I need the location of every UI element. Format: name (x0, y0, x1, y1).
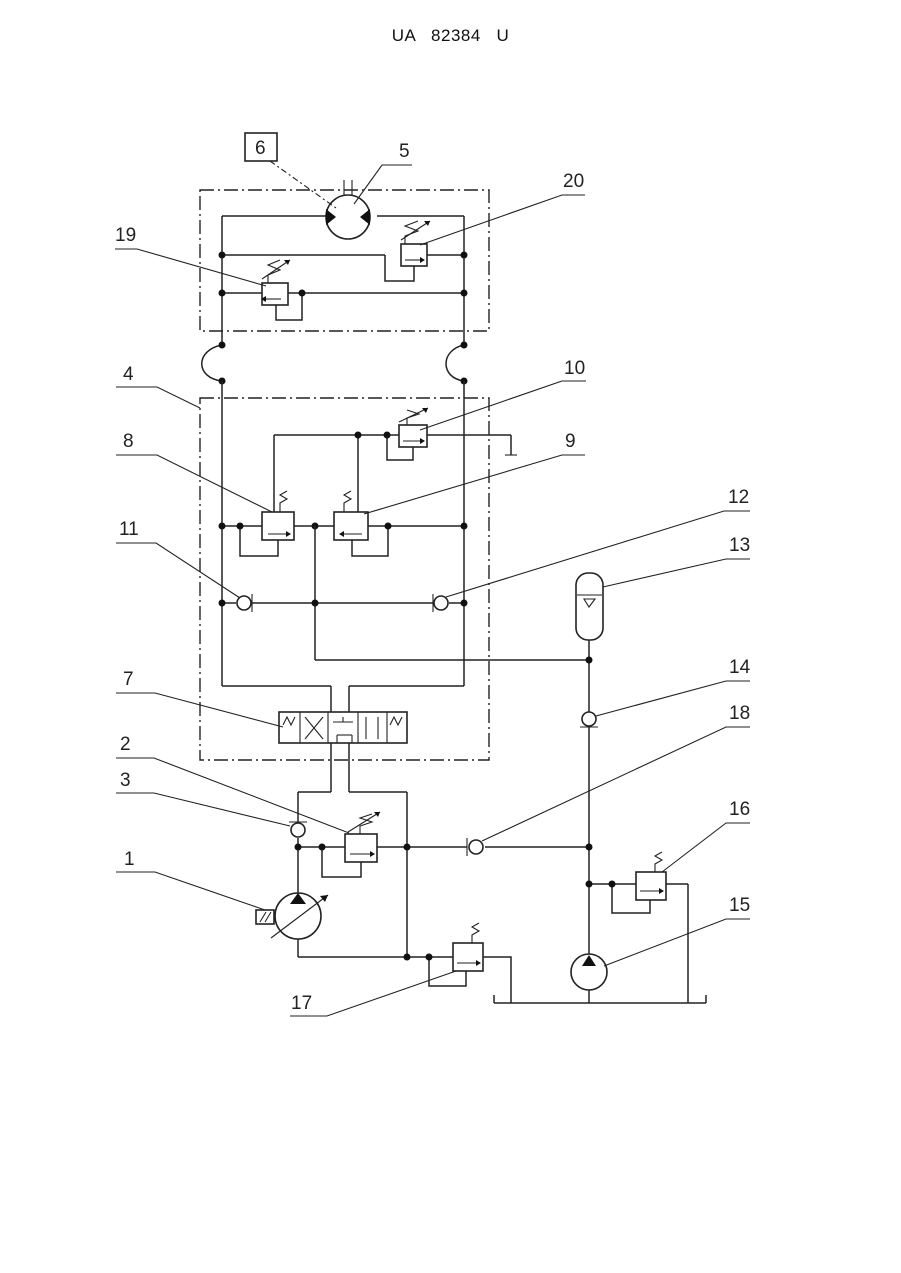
ref-label-18: 18 (729, 703, 750, 724)
hose-couplings (202, 342, 468, 385)
ref-label-16: 16 (729, 799, 750, 820)
control-block-boundary (200, 398, 489, 760)
accumulator-branch (576, 573, 603, 962)
ref-label-20: 20 (563, 171, 584, 192)
charge-pump-15 (571, 954, 607, 990)
relief-valve-20 (385, 221, 430, 281)
pressure-valve-9 (334, 491, 388, 556)
ref-label-14: 14 (729, 657, 751, 678)
check-valve-11 (237, 594, 252, 612)
ref-label-1: 1 (124, 849, 135, 870)
relief-valve-16 (612, 852, 666, 913)
ref-label-7: 7 (123, 669, 134, 690)
main-pump-circuit (256, 743, 593, 1003)
check-valve-3 (289, 822, 307, 837)
directional-valve-7 (279, 712, 407, 743)
ref-label-9: 9 (565, 431, 576, 452)
ref-label-19: 19 (115, 225, 136, 246)
ref-label-12: 12 (728, 487, 749, 508)
check-valve-18 (467, 838, 483, 856)
ref-label-10: 10 (564, 358, 585, 379)
ref-label-11: 11 (119, 519, 139, 540)
ref-label-17: 17 (291, 993, 312, 1014)
ref-label-15: 15 (729, 895, 750, 916)
ref-label-6: 6 (255, 138, 266, 159)
check-valve-12 (433, 594, 448, 612)
ref-label-4: 4 (123, 364, 134, 385)
upper-motor-block (200, 180, 489, 345)
relief-valve-10 (387, 408, 428, 460)
ref-label-2: 2 (120, 734, 131, 755)
relief-valve-2 (322, 812, 380, 877)
variable-pump-1 (256, 893, 328, 939)
ref-label-3: 3 (120, 770, 131, 791)
ref-label-8: 8 (123, 431, 134, 452)
hydraulic-motor-5 (326, 180, 370, 239)
check-valve-14 (580, 712, 598, 727)
relief-valve-17 (429, 923, 483, 986)
ref-label-13: 13 (729, 535, 750, 556)
ref-label-5: 5 (399, 141, 410, 162)
relief-valve-19 (261, 260, 302, 320)
tank-reservoir-line (494, 995, 706, 1003)
